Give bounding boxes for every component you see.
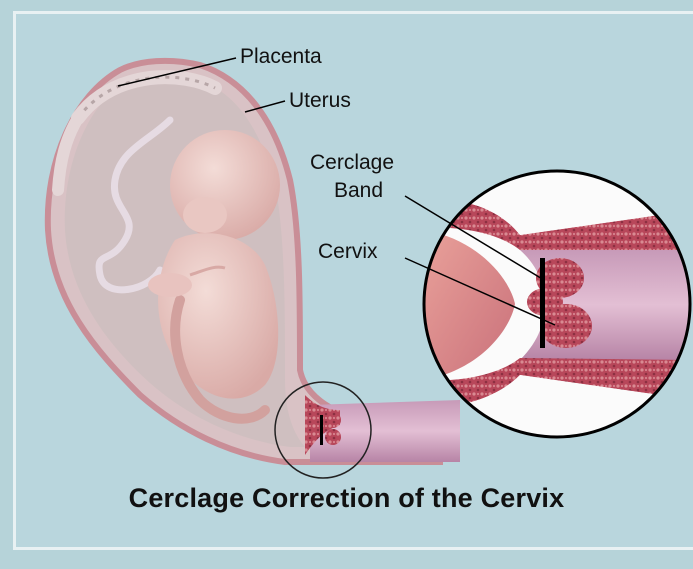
cerclage-band: [540, 258, 545, 348]
small-cervix: [305, 395, 460, 462]
zoomed-cervix-detail: [424, 171, 693, 441]
uterus-label: Uterus: [289, 90, 351, 112]
cerclage-band-label-line2: Band: [334, 180, 383, 202]
cervix-label: Cervix: [318, 241, 378, 263]
figure-caption: Cerclage Correction of the Cervix: [0, 483, 693, 514]
placenta-label: Placenta: [240, 46, 322, 68]
cerclage-band-label-line1: Cerclage: [310, 152, 394, 174]
